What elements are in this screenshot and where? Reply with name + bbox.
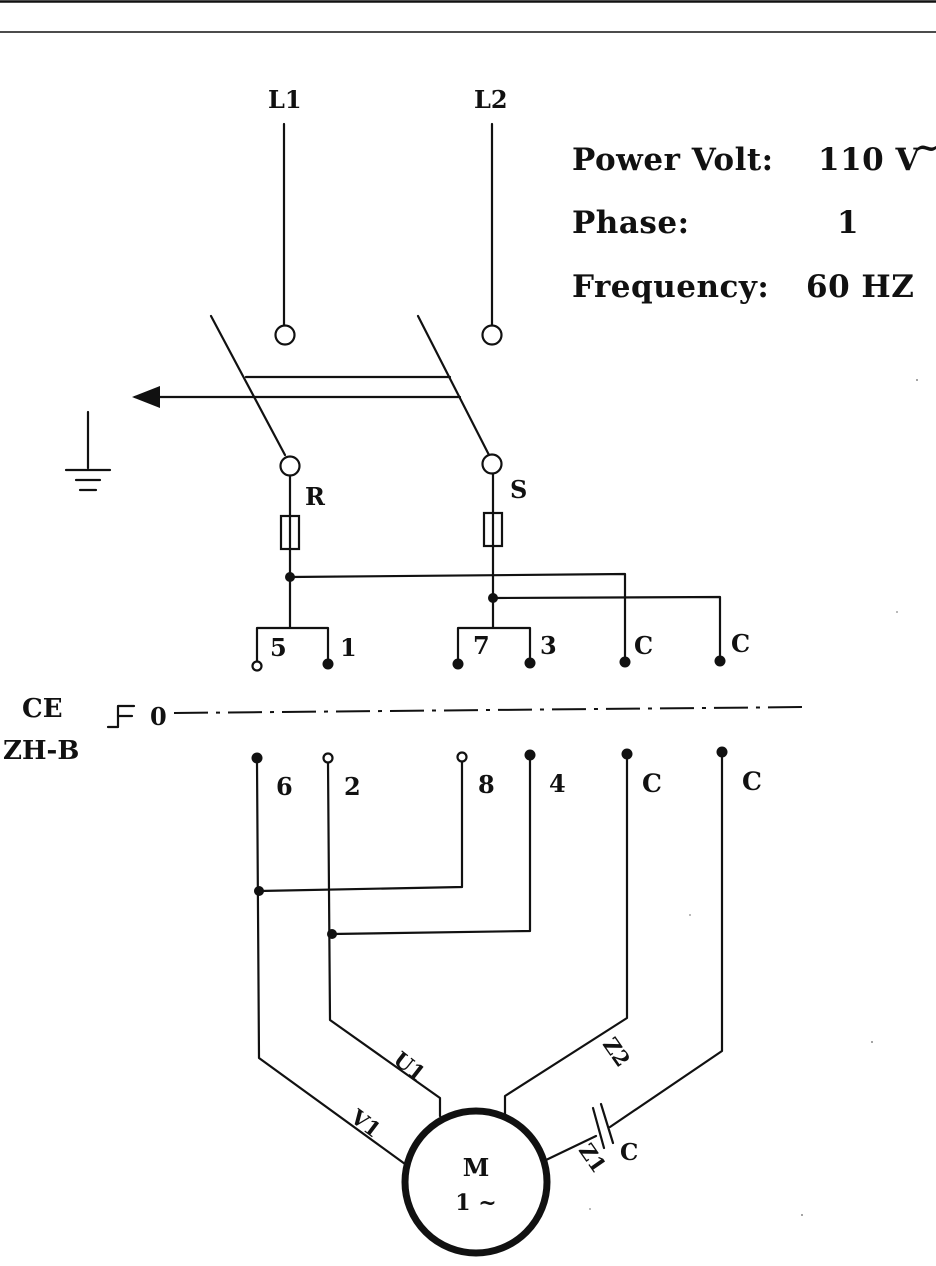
terminal-l2-in (481, 324, 503, 346)
lead-v1-label: V1 (345, 1103, 386, 1142)
terminal-label-5: 5 (270, 633, 287, 662)
switch-blade-l1 (209, 314, 287, 457)
voltage-label: Power Volt: (572, 142, 774, 178)
terminal-s-out (481, 453, 503, 475)
frequency-label: Frequency: (572, 269, 769, 305)
lead-z2-label: Z2 (598, 1033, 636, 1072)
junction-2-4 (327, 929, 337, 939)
line-l1-label: L1 (268, 85, 302, 114)
terminal-label-2: 2 (344, 772, 361, 801)
motor-symbol: M (463, 1153, 490, 1182)
contact-7 (452, 658, 464, 670)
contact-c-bottom-2 (716, 746, 728, 758)
contact-c-bottom-1 (621, 748, 633, 760)
voltage-ac-mark: ~ (914, 130, 936, 166)
switch-blade-l2 (416, 314, 491, 457)
motor-icon (401, 1107, 551, 1257)
line-l2-label: L2 (474, 85, 508, 114)
contact-c-top-2 (714, 655, 726, 667)
contact-8 (456, 751, 468, 763)
terminal-label-3: 3 (540, 631, 557, 660)
switch-position-label: 0 (150, 702, 167, 731)
junction-6-8 (254, 886, 264, 896)
terminal-label-4: 4 (549, 769, 566, 798)
contact-4 (524, 749, 536, 761)
capacitor-label: C (620, 1139, 638, 1166)
switch-name-line1: CE (22, 694, 63, 724)
terminal-label-1: 1 (340, 633, 357, 662)
scan-specks (589, 379, 918, 1216)
terminal-label-c-top-1: C (634, 631, 653, 660)
terminal-label-8: 8 (478, 770, 495, 799)
junction-s (488, 593, 498, 603)
junction-r (285, 572, 295, 582)
contact-2 (322, 752, 334, 764)
bus-5-1 (255, 626, 330, 665)
phase-s-label: S (510, 475, 527, 504)
terminal-label-6: 6 (276, 772, 293, 801)
switch-name-line2: ZH-B (3, 736, 79, 766)
phase-r-label: R (305, 482, 326, 511)
wire-c-to-capacitor (608, 755, 724, 1129)
wire-s-to-c2 (491, 595, 722, 662)
wire-c-to-z2 (503, 757, 629, 1118)
wire-r-to-c1 (288, 572, 627, 663)
motor-type: 1 ~ (455, 1190, 496, 1216)
capacitor-icon (591, 1102, 615, 1150)
wire-2-to-u1 (326, 761, 442, 1118)
phase-value: 1 (837, 205, 859, 241)
terminal-label-c-bottom-2: C (742, 767, 762, 796)
contact-5 (251, 660, 263, 672)
switch-axis-dashdot (173, 706, 809, 714)
contact-3 (524, 657, 536, 669)
contact-c-top-1 (619, 656, 631, 668)
wire-8-bridge (257, 760, 464, 893)
wire-6-to-v1 (255, 761, 407, 1166)
voltage-value: 110 V (818, 142, 921, 178)
contact-1 (322, 658, 334, 670)
switch-arrow-icon (132, 386, 160, 408)
wire-capacitor-to-z1 (544, 1134, 598, 1162)
ground-icon (64, 410, 112, 492)
wire-4-bridge (330, 758, 532, 936)
terminal-label-7: 7 (473, 631, 490, 660)
contact-6 (251, 752, 263, 764)
lead-u1-label: U1 (389, 1046, 430, 1086)
terminal-label-c-top-2: C (731, 629, 750, 658)
terminal-r-out (279, 455, 301, 477)
bus-7-3 (456, 626, 532, 665)
phase-label: Phase: (572, 205, 690, 241)
frequency-value: 60 HZ (806, 269, 914, 305)
terminal-l1-in (274, 324, 296, 346)
terminal-label-c-bottom-1: C (642, 769, 662, 798)
